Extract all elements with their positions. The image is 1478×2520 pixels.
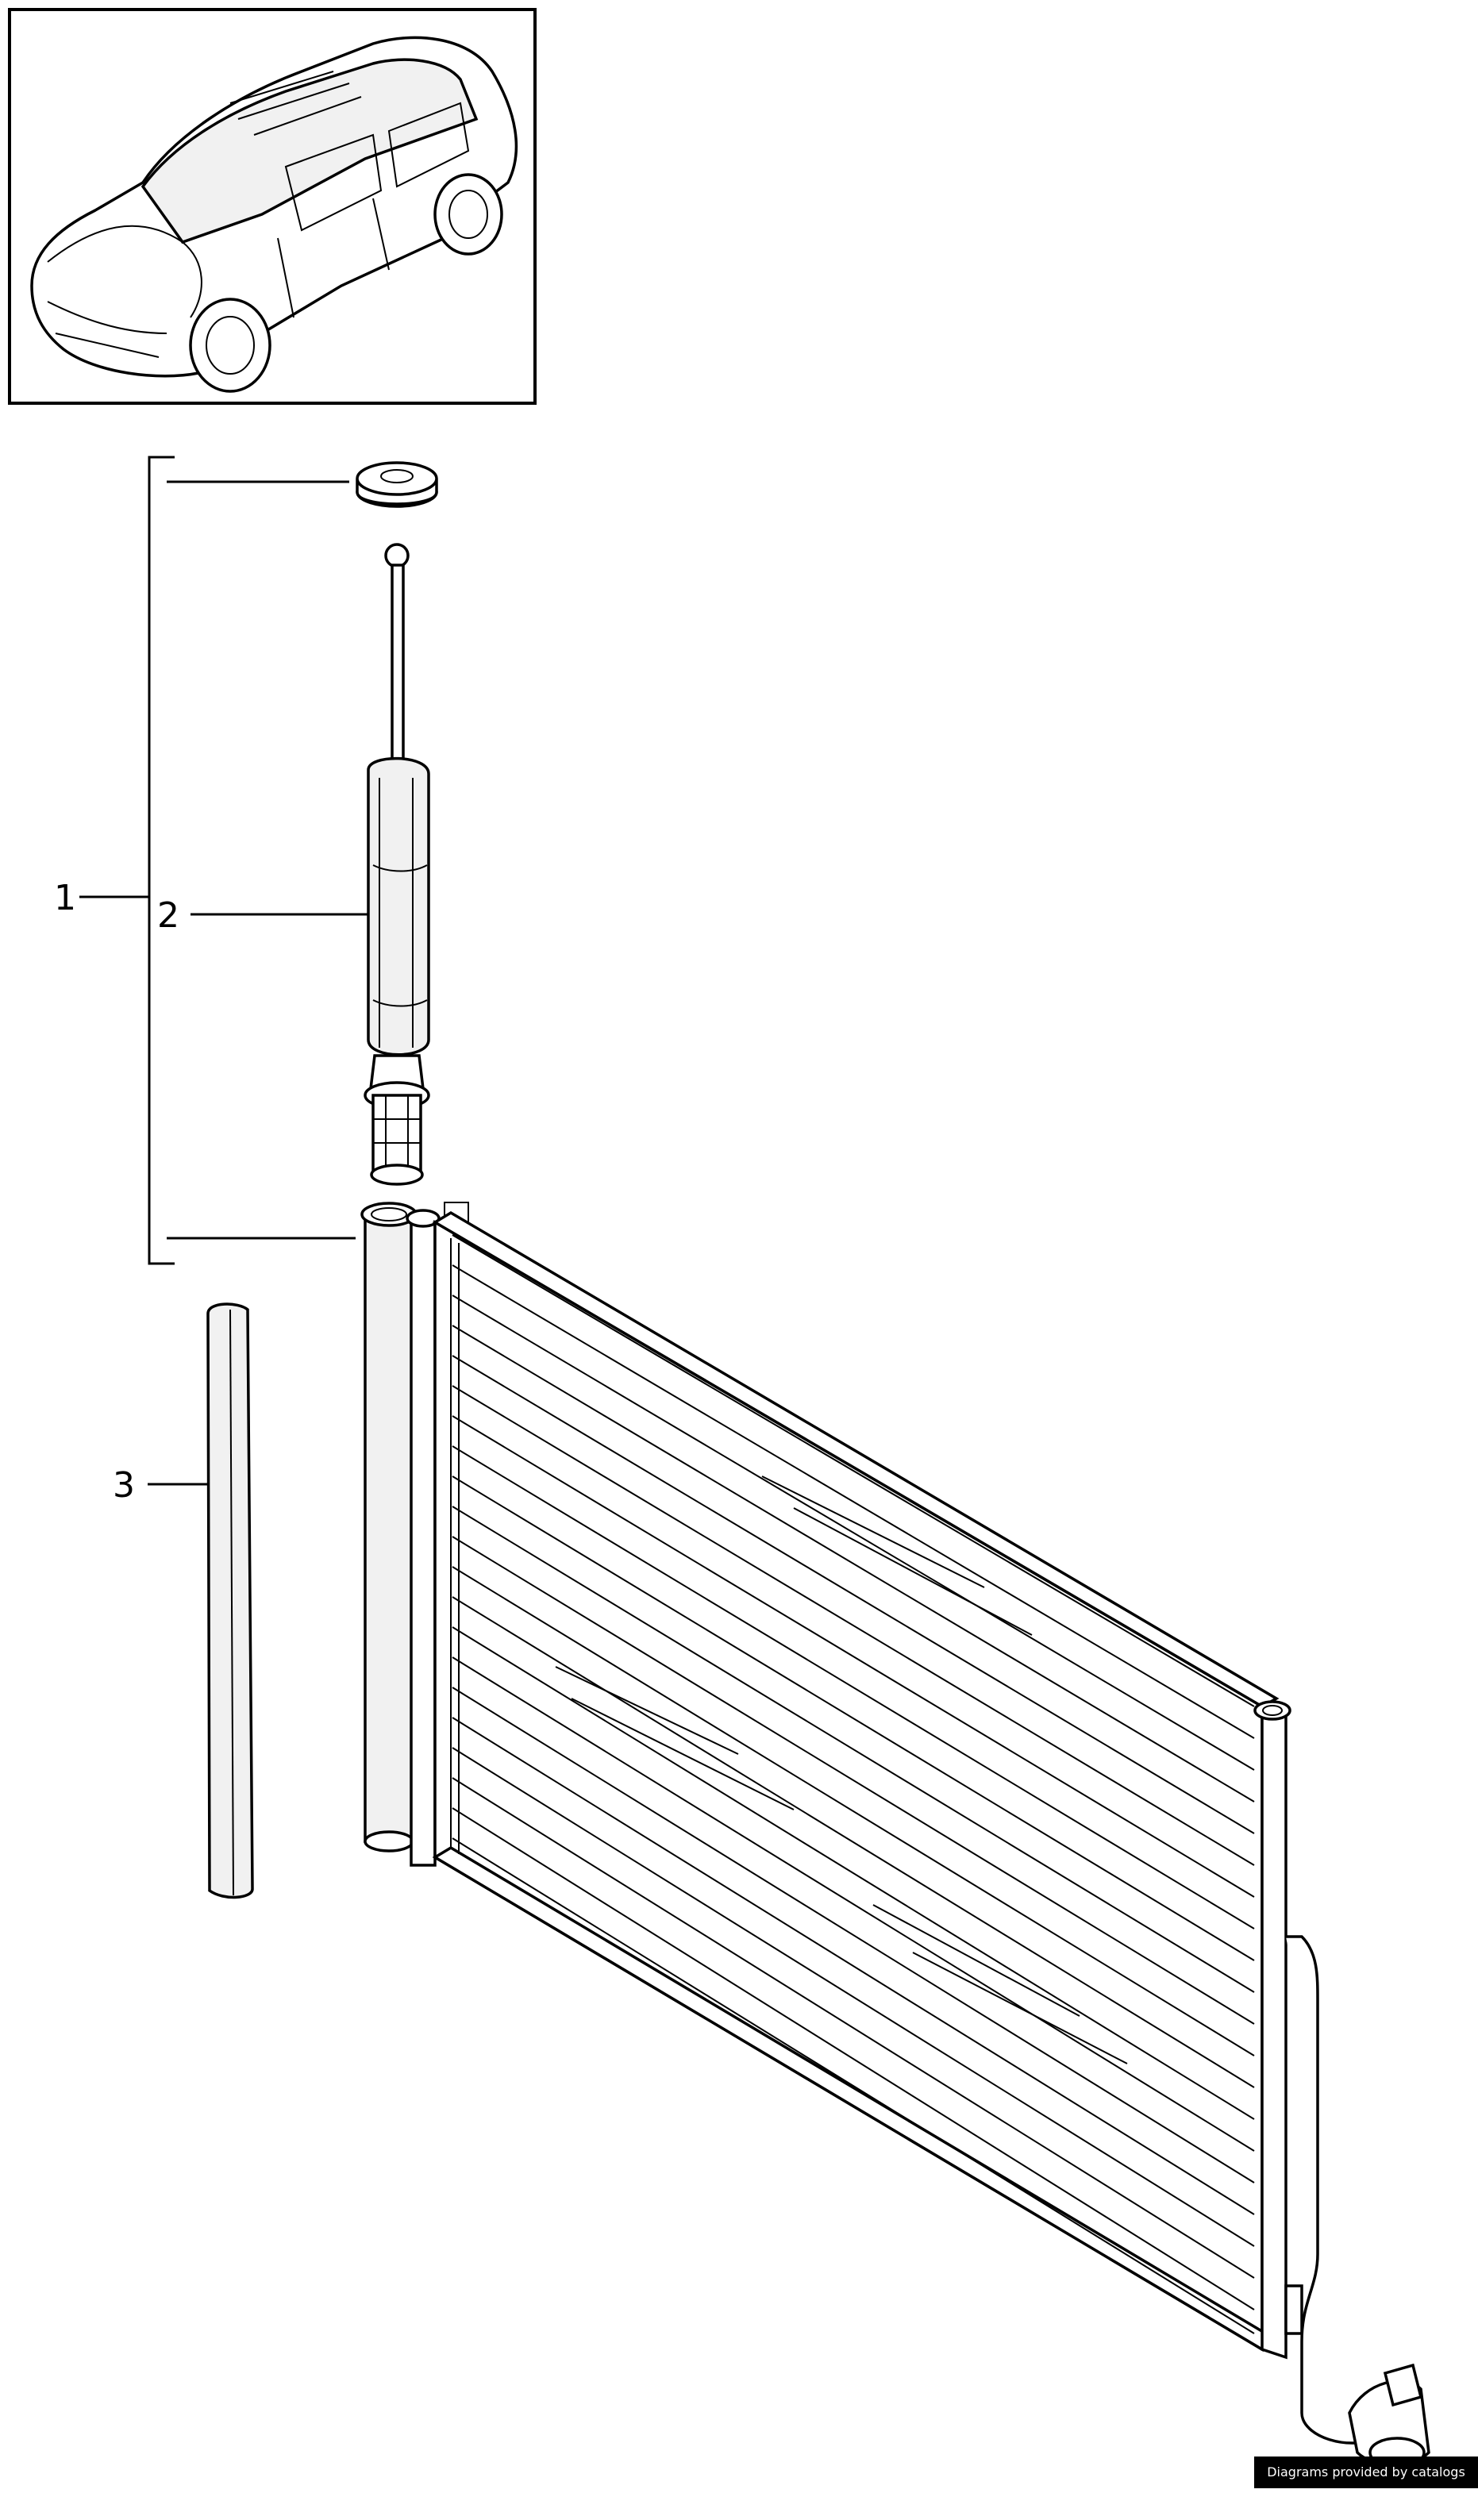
condenser-assembly	[360, 1202, 1430, 2468]
callout-2: 2	[157, 895, 373, 936]
diagram-credit: Diagrams provided by catalogs parts	[1254, 2457, 1478, 2511]
seal-strip-part	[206, 1302, 254, 1899]
vehicle-thumbnail	[8, 8, 537, 405]
callout-1: 1	[54, 878, 149, 918]
assembly-bracket	[148, 456, 356, 1265]
dryer-cartridge-part	[364, 543, 430, 1186]
cap-grommet-part	[356, 461, 438, 508]
callout-label-2: 2	[157, 895, 179, 936]
callout-3: 3	[113, 1465, 210, 1506]
callout-label-3: 3	[113, 1465, 135, 1506]
refrigerant-lines	[1284, 1935, 1430, 2468]
callout-label-1: 1	[54, 878, 76, 918]
condenser-core-fins	[450, 1234, 1255, 2334]
glare-lines	[555, 1475, 1128, 2064]
suv-illustration	[30, 36, 518, 393]
